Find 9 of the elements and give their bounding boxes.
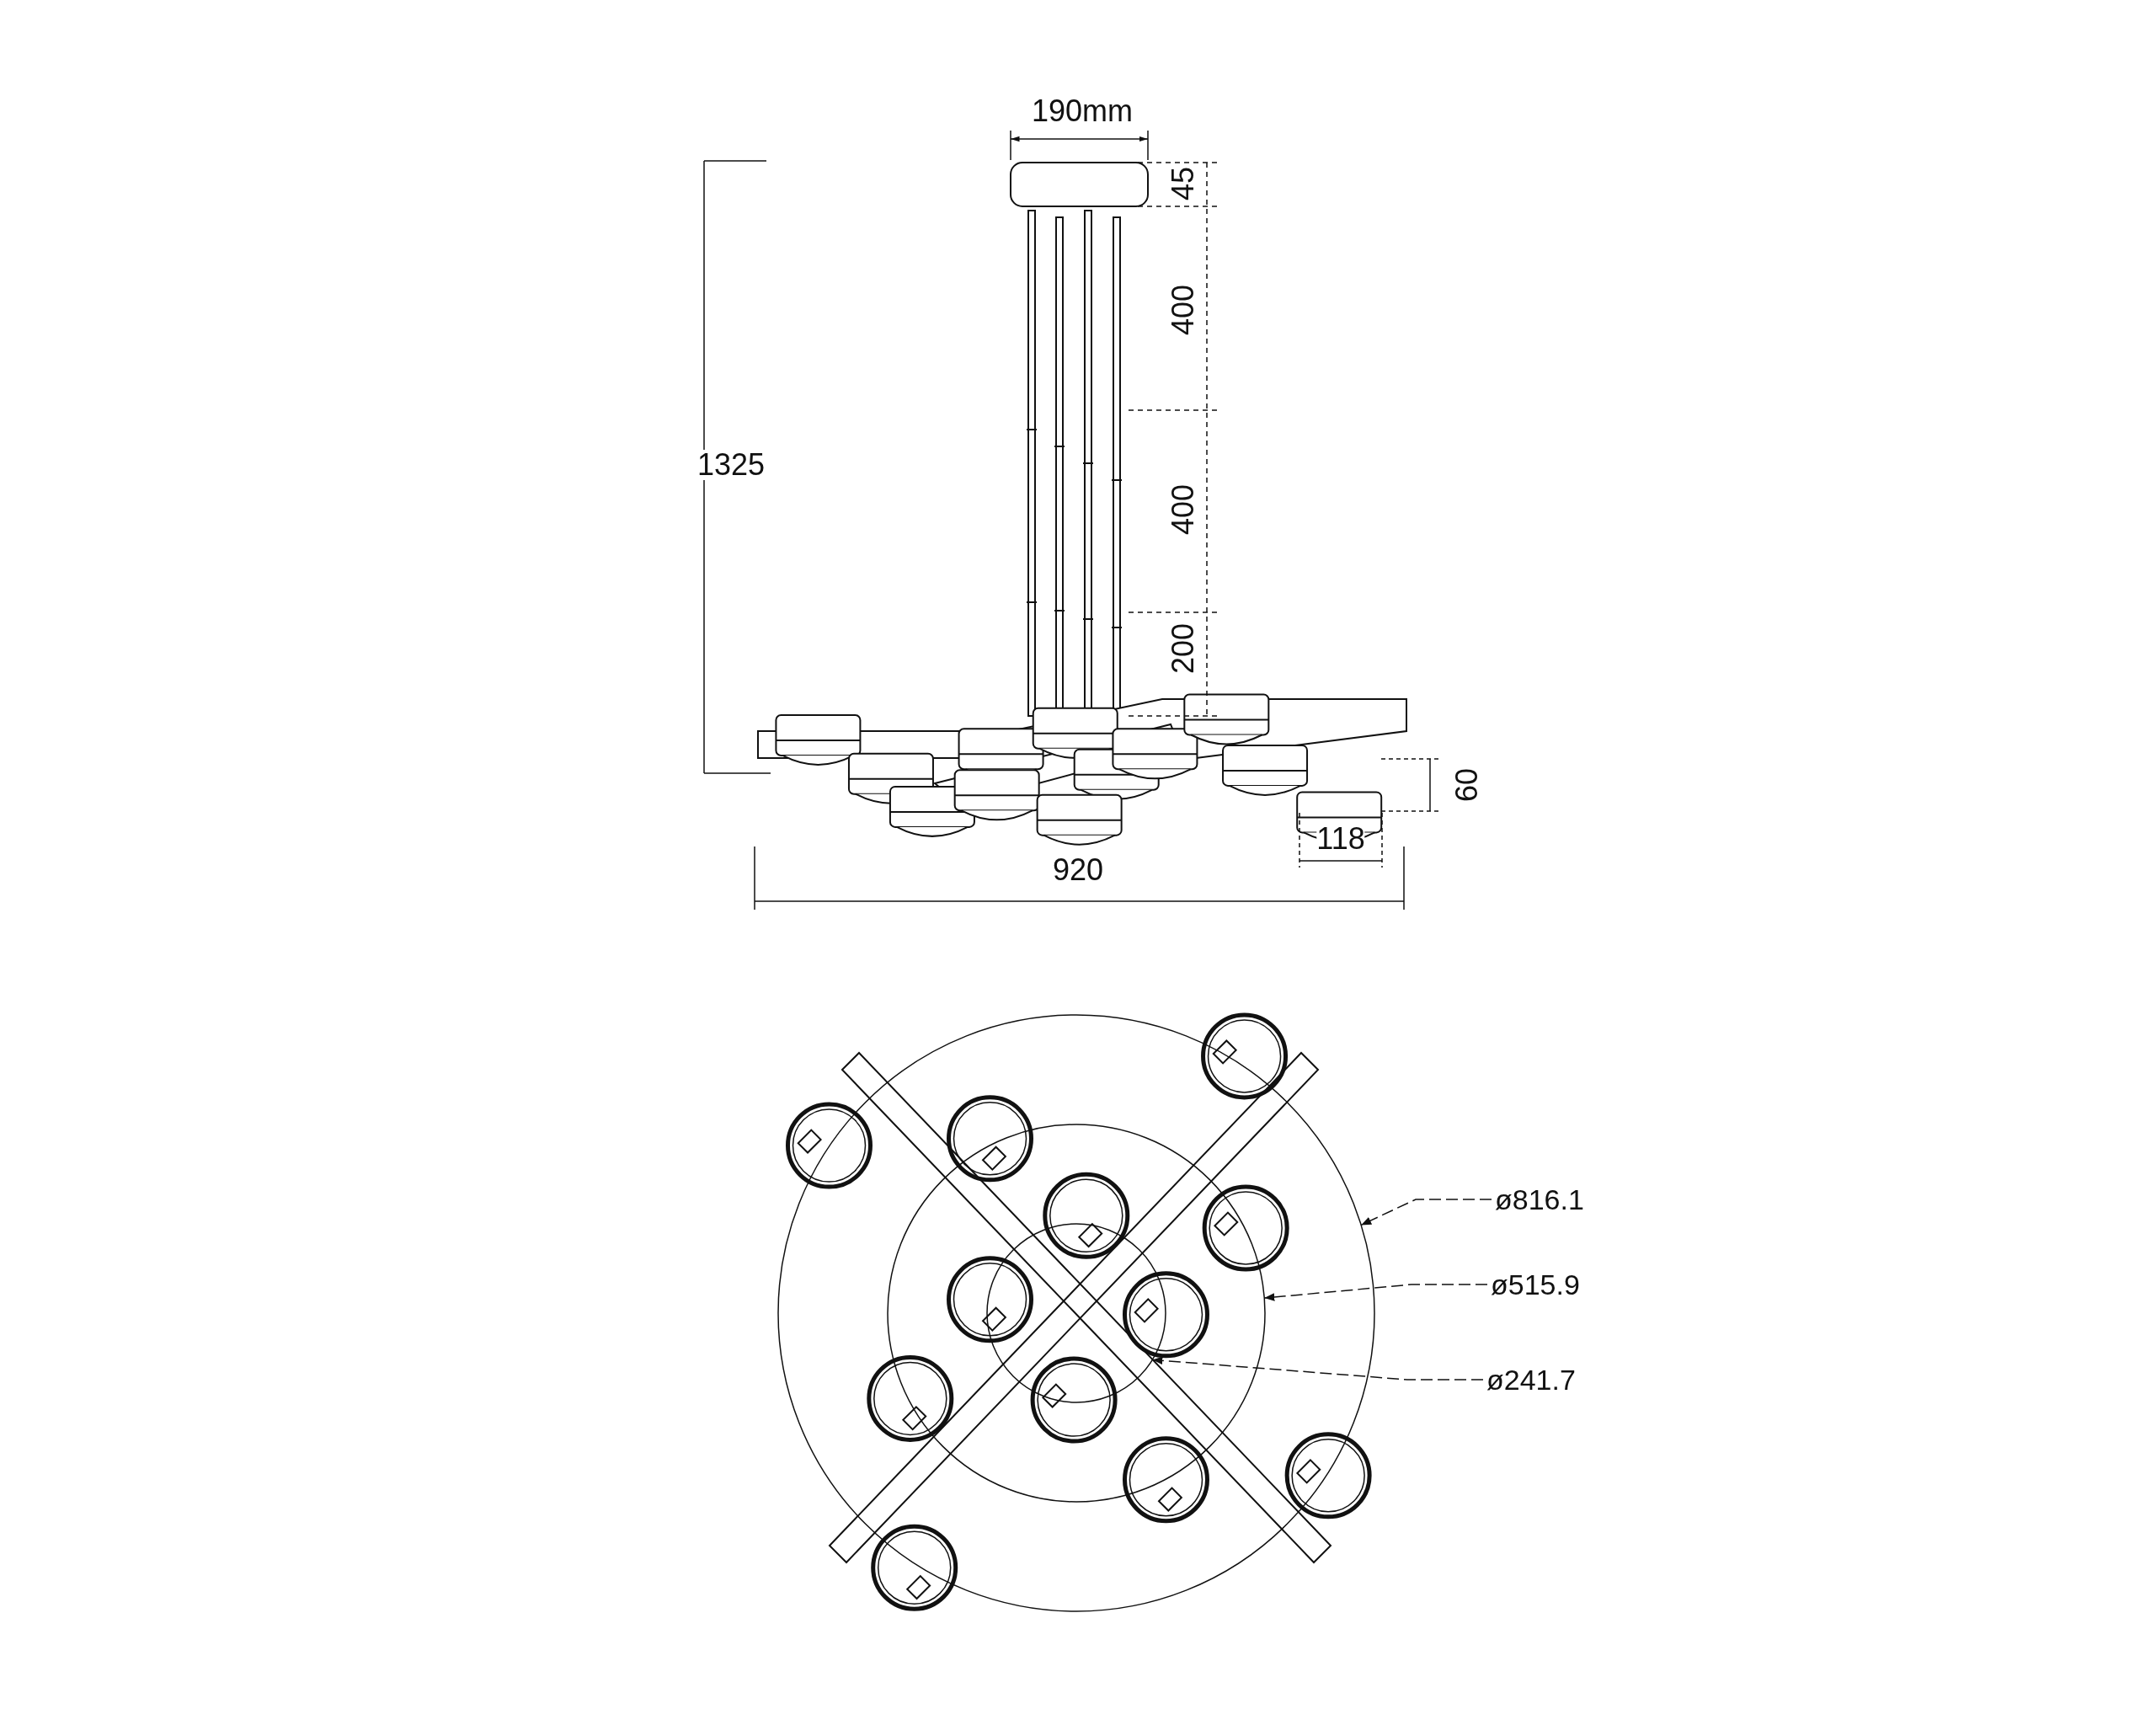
dimension-label: 1325 xyxy=(696,450,766,480)
diameter-label: ø241.7 xyxy=(1486,1365,1576,1394)
leader-line xyxy=(1151,1356,1484,1381)
diameter-label: ø816.1 xyxy=(1495,1185,1584,1214)
diameter-circle xyxy=(986,1223,1166,1403)
leader-line xyxy=(1360,1199,1492,1226)
diameter-label: ø515.9 xyxy=(1491,1270,1580,1299)
diameter-circle xyxy=(887,1124,1266,1503)
leader-line xyxy=(1263,1284,1488,1301)
